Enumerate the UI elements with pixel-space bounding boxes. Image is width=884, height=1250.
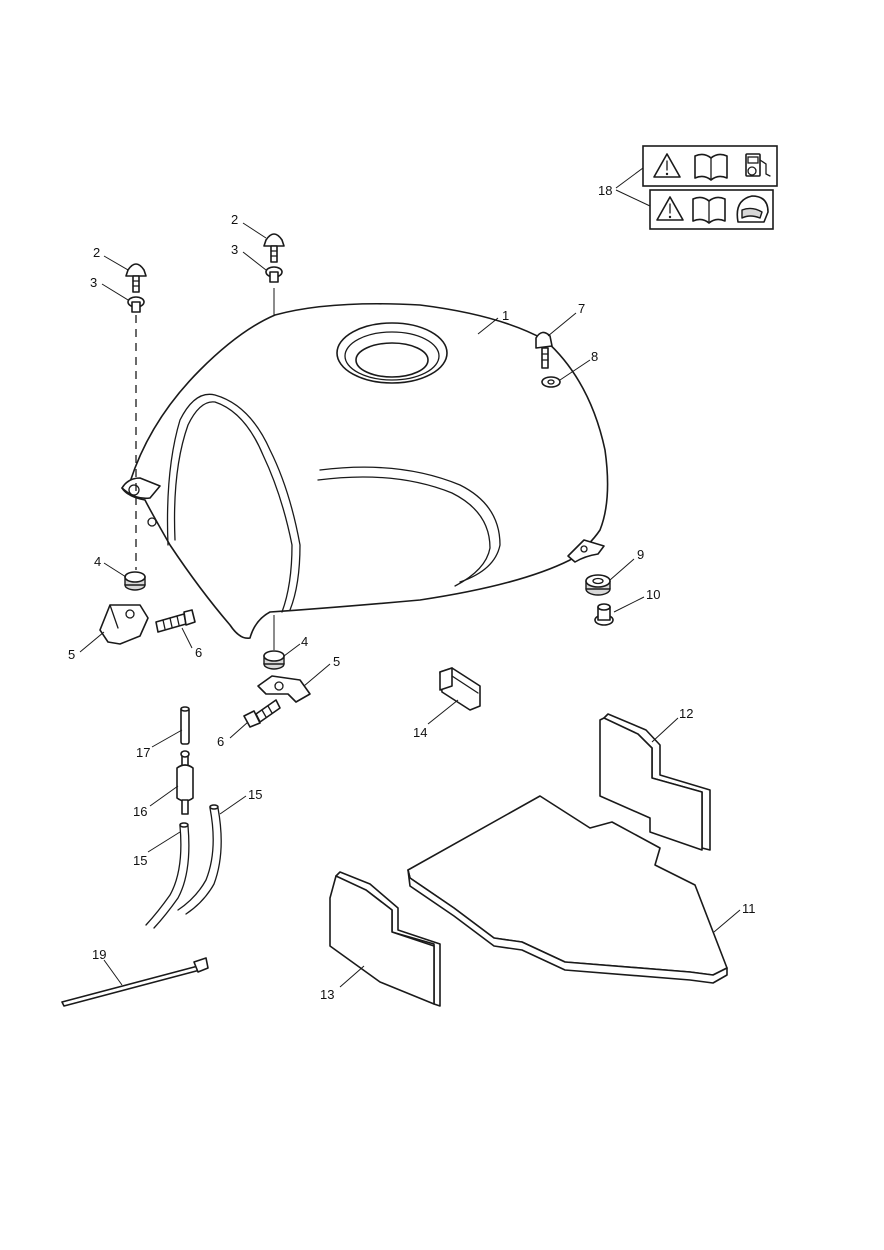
manual-book-icon <box>694 153 728 181</box>
hose-15 <box>145 804 222 929</box>
washer-3-left <box>127 296 145 313</box>
leader-lines <box>79 167 741 988</box>
screw-2-left <box>125 263 147 293</box>
pad-13 <box>329 871 441 1007</box>
bolt-6-front <box>155 609 196 633</box>
callout-14: 14 <box>413 725 427 740</box>
callout-15-lower: 15 <box>133 853 147 868</box>
warning-triangle-icon <box>656 196 684 221</box>
callout-17: 17 <box>136 745 150 760</box>
callout-15-upper: 15 <box>248 787 262 802</box>
washer-3-right <box>265 266 283 283</box>
warning-label-18-fuel <box>642 145 778 187</box>
bracket-5-front <box>99 604 149 645</box>
callout-13: 13 <box>320 987 334 1002</box>
callout-3-right: 3 <box>231 242 238 257</box>
manual-book-icon <box>692 196 726 224</box>
bracket-5-rear <box>257 675 311 703</box>
pin-17 <box>180 706 190 745</box>
helmet-icon <box>736 195 769 223</box>
callout-2-left: 2 <box>93 245 100 260</box>
grommet-4-rear <box>263 650 285 670</box>
callout-5-rear: 5 <box>333 654 340 669</box>
callout-2-right: 2 <box>231 212 238 227</box>
callouts: 1 2 3 2 3 4 5 6 4 5 6 7 8 9 10 11 12 13 … <box>68 183 756 1002</box>
callout-5-front: 5 <box>68 647 75 662</box>
callout-11: 11 <box>742 901 756 916</box>
fuel-pump-icon <box>745 153 771 177</box>
callout-7: 7 <box>578 301 585 316</box>
fuel-tank <box>121 302 609 640</box>
bolt-6-rear <box>243 699 281 728</box>
pad-12 <box>599 713 711 851</box>
screw-2-right <box>263 233 285 263</box>
collar-10 <box>594 603 614 626</box>
washer-8 <box>541 376 561 388</box>
callout-4-rear: 4 <box>301 634 308 649</box>
callout-6-front: 6 <box>195 645 202 660</box>
callout-6-rear: 6 <box>217 734 224 749</box>
callout-12: 12 <box>679 706 693 721</box>
callout-16: 16 <box>133 804 147 819</box>
cable-tie-19 <box>61 957 209 1007</box>
filter-16 <box>176 750 194 815</box>
warning-label-18-helmet <box>649 189 774 230</box>
callout-19: 19 <box>92 947 106 962</box>
callout-18: 18 <box>598 183 612 198</box>
grommet-4-front <box>124 571 146 591</box>
bolt-7 <box>535 331 553 369</box>
callout-8: 8 <box>591 349 598 364</box>
grommet-9 <box>585 574 611 596</box>
clip-14 <box>439 667 481 711</box>
callout-9: 9 <box>637 547 644 562</box>
warning-triangle-icon <box>653 153 681 178</box>
heat-shield-11 <box>407 795 728 984</box>
callout-4-front: 4 <box>94 554 101 569</box>
callout-1: 1 <box>502 308 509 323</box>
callout-10: 10 <box>646 587 660 602</box>
callout-3-left: 3 <box>90 275 97 290</box>
